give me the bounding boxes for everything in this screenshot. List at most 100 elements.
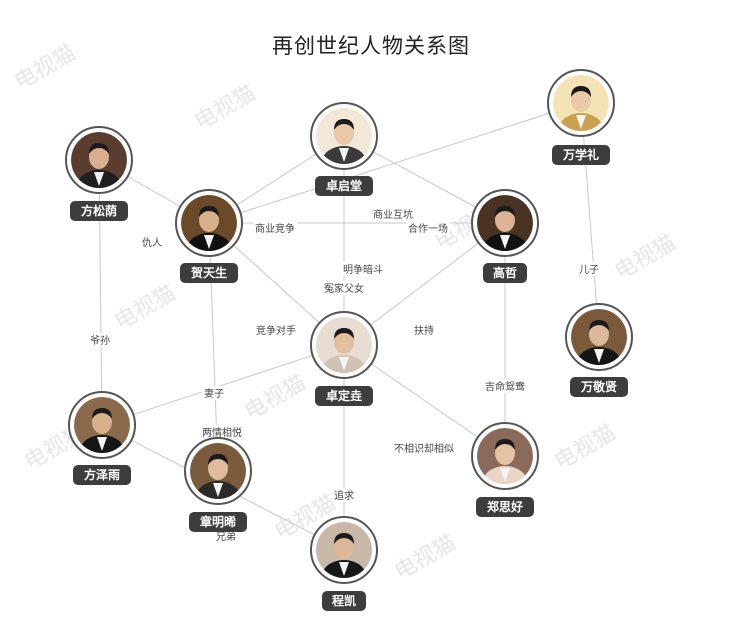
avatar-face [589,322,609,346]
avatar-shirt [204,235,214,249]
node-label-bg[interactable] [189,512,247,532]
avatar-face [89,145,109,169]
node-zhengsihao[interactable] [471,422,539,498]
edge-wanxueli-wanjingxian [580,102,600,338]
node-label-bg[interactable] [315,386,373,406]
node-zhangmingxi[interactable] [184,437,252,513]
avatar-shirt [97,437,107,451]
edge-label: 不相识却相似 [394,442,454,455]
avatar-hair [334,533,354,544]
edge-label-bg [254,323,298,337]
node-label[interactable]: 卓启堂 [326,178,362,193]
node-gaozhe[interactable] [471,189,539,265]
edge-label-bg [202,386,226,400]
avatar-face [495,208,515,232]
node-fangsongyin[interactable] [65,126,133,202]
edge-label: 妻子 [204,387,224,400]
avatar-shirt [94,172,104,186]
edge-label-bg [253,221,297,235]
node-label-bg[interactable] [483,263,527,283]
node-label[interactable]: 程凯 [332,593,356,608]
edge-label: 商业竞争 [255,222,295,235]
avatar [181,195,237,251]
edge-label-bg [483,379,527,393]
edge-label-layer: 仇人商业竞争商业互坑合作一场明争暗斗冤家父女儿子爷孙竞争对手扶持妻子吉命鸳鸯两情… [88,207,601,543]
avatar [316,108,372,164]
avatar-hair [92,408,112,419]
edge-label: 竞争对手 [256,324,296,337]
edge-label-bg [88,333,112,347]
avatar-face [334,535,354,559]
node-label-bg[interactable] [322,591,366,611]
avatar [74,397,130,453]
avatar [477,195,533,251]
node-label[interactable]: 万敬贤 [580,379,617,394]
watermark-text: 电视猫 [391,531,461,586]
diagram-title: 再创世纪人物关系图 [272,34,470,58]
avatar [190,443,246,499]
avatar-face [571,88,591,112]
node-label-bg[interactable] [180,263,238,283]
avatar-face [495,441,515,465]
edge-label: 兄弟 [216,531,236,543]
node-label[interactable]: 万学礼 [562,147,599,162]
node-label-bg[interactable] [315,176,373,196]
edge-label-bg [140,235,164,249]
edge-label-bg [412,323,436,337]
edge-label: 仇人 [142,236,162,249]
avatar-hair [589,320,609,331]
avatar [553,75,609,131]
edge-label: 扶持 [414,324,434,337]
node-label[interactable]: 卓定垚 [326,388,362,403]
avatar-hair [208,454,228,465]
node-wanjingxian[interactable] [565,303,633,379]
avatar-face [334,121,354,145]
watermark-text: 电视猫 [611,231,681,286]
avatar-shirt [576,115,586,129]
edge-label: 冤家父女 [324,282,364,295]
node-label[interactable]: 方松荫 [81,203,117,218]
node-label-bg[interactable] [73,465,131,485]
avatar [316,317,372,373]
edge-label: 追求 [334,489,354,502]
node-hetiansheng[interactable] [175,189,243,265]
edge-label: 明争暗斗 [343,263,383,276]
node-label-bg[interactable] [570,377,628,397]
edge-label: 吉命鸳鸯 [485,380,525,393]
watermark-text: 电视猫 [551,421,621,476]
node-label-bg[interactable] [70,201,128,221]
avatar-hair [495,439,515,450]
node-label[interactable]: 章明晞 [200,514,236,529]
avatar-hair [89,143,109,154]
edge-label: 合作一场 [408,222,448,235]
watermark-text: 电视猫 [191,81,261,136]
node-zhuodingyao[interactable] [310,311,378,387]
node-wanxueli[interactable] [547,69,615,145]
avatar-shirt [339,357,349,371]
node-label[interactable]: 高哲 [493,265,517,280]
edge-label-bg [406,221,450,235]
node-zhuoqitang[interactable] [310,102,378,178]
edge-label-bg [322,281,366,295]
watermark-text: 电视猫 [111,281,181,336]
avatar [477,428,533,484]
avatar [316,522,372,578]
edge-label-bg [341,262,385,276]
node-label[interactable]: 方泽雨 [84,467,120,482]
node-label[interactable]: 贺天生 [190,265,227,280]
edge-label-bg [577,262,601,276]
edge-label-bg [200,425,244,439]
node-chengkai[interactable] [310,516,378,592]
node-label[interactable]: 郑思好 [487,499,523,514]
avatar [571,309,627,365]
avatar-face [92,410,112,434]
edge-fangsongyin-fangzeyu [98,159,103,426]
avatar-shirt [500,235,510,249]
node-fangzeyu[interactable] [68,391,136,467]
node-label-bg[interactable] [552,145,610,165]
avatar-shirt [339,148,349,162]
avatar-hair [334,328,354,339]
avatar-shirt [339,562,349,576]
node-label-bg[interactable] [476,497,534,517]
